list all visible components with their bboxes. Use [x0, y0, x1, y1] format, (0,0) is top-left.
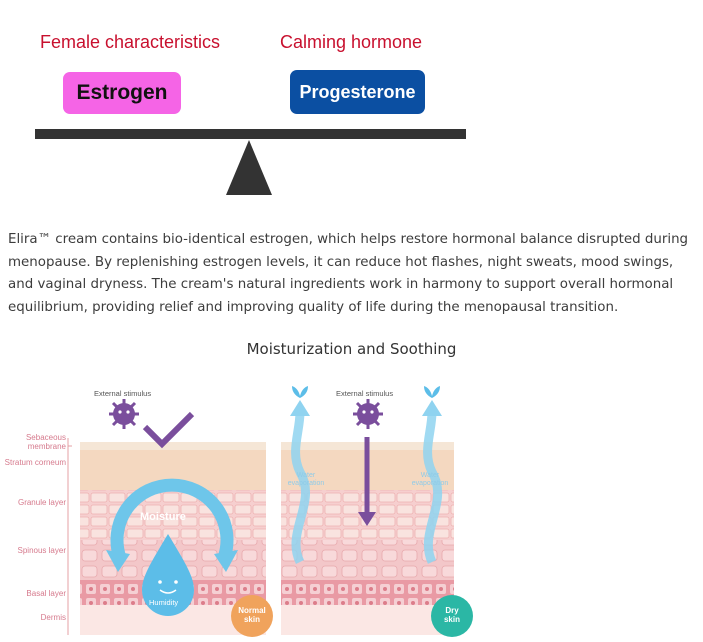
calming-hormone-caption: Calming hormone — [280, 32, 423, 52]
normal-skin-label: Normal skin — [238, 606, 266, 624]
estrogen-pill: Estrogen — [63, 72, 181, 114]
moisture-circle-arrow — [110, 478, 234, 561]
label-granule: Granule layer — [17, 498, 66, 507]
fulcrum-triangle-icon — [226, 140, 272, 195]
external-stimulus-normal: External stimulus — [94, 389, 152, 398]
label-spinous: Spinous layer — [17, 546, 66, 555]
external-stimulus-dry: External stimulus — [336, 389, 394, 398]
normal-skin-badge — [231, 595, 273, 637]
description-paragraph: Elira™ cream contains bio-identical estr… — [8, 232, 689, 315]
label-dermis: Dermis — [40, 613, 66, 622]
virus-icon-normal — [109, 399, 139, 429]
skin-diagram: Sebaceous membrane Stratum corneum Granu… — [0, 372, 703, 642]
moisture-label: Moisture — [140, 511, 186, 523]
humidity-label: Humidity — [149, 598, 179, 607]
female-characteristics-caption: Female characteristics — [40, 32, 221, 52]
label-sebaceous: Sebaceous membrane — [25, 433, 66, 451]
evaporation-arrow-right — [423, 411, 443, 564]
balance-beam — [35, 129, 466, 139]
dry-skin-badge — [431, 595, 473, 637]
check-icon — [142, 411, 195, 449]
water-drop-icon — [142, 534, 194, 616]
water-evaporation-left: Water evaporation — [287, 472, 325, 487]
diagram-title: Moisturization and Soothing — [246, 340, 457, 358]
virus-icon-dry — [353, 399, 383, 429]
progesterone-pill: Progesterone — [290, 70, 425, 114]
label-stratum: Stratum corneum — [4, 458, 66, 467]
label-basal: Basal layer — [26, 589, 66, 598]
dry-skin-label: Dry skin — [443, 606, 460, 624]
evaporation-arrow-left — [291, 411, 310, 565]
water-evaporation-right: Water evaporation — [411, 472, 449, 487]
